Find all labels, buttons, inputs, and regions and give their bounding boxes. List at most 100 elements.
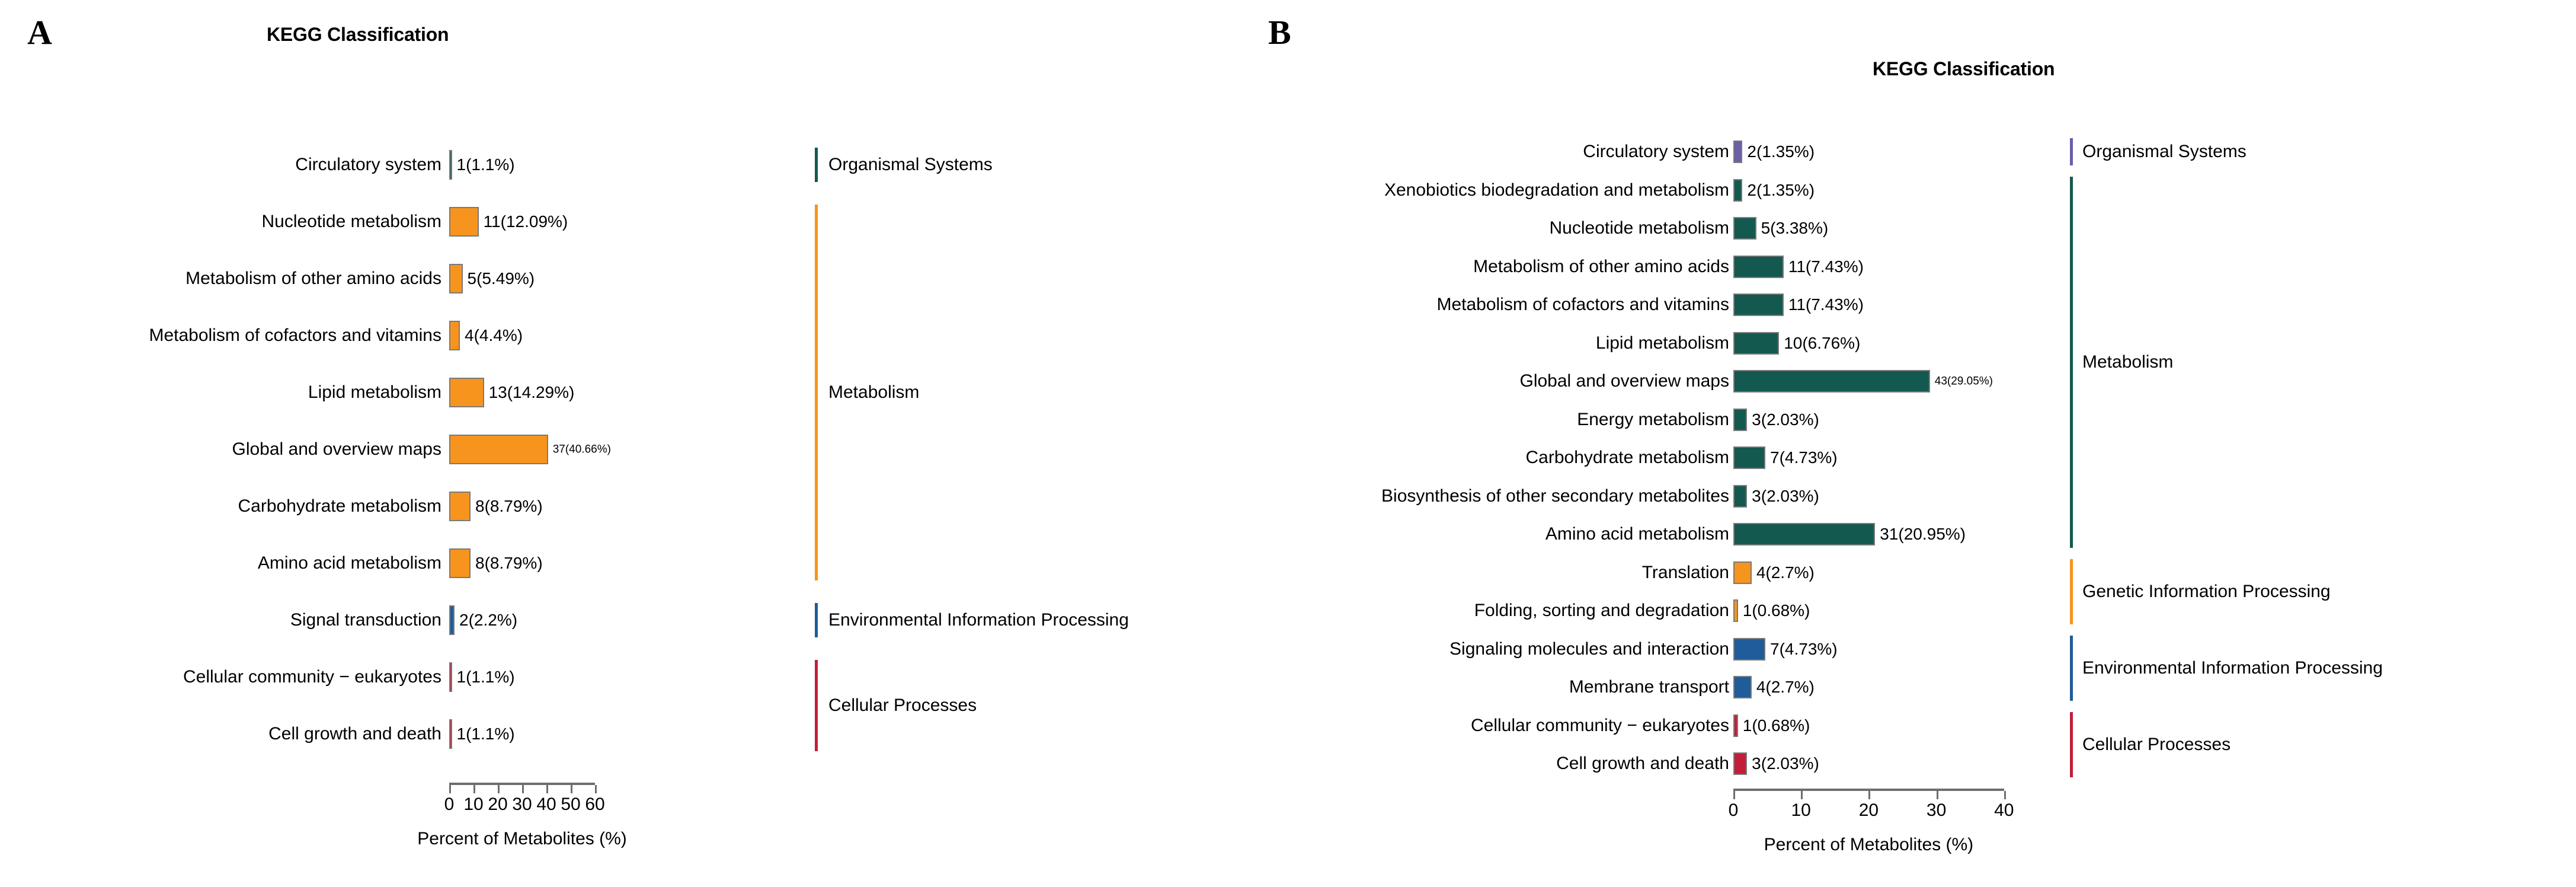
bar-value-label: 11(7.43%) — [1788, 295, 1864, 314]
category-label: Signaling molecules and interaction — [1449, 639, 1729, 659]
legend-label: Metabolism — [828, 382, 920, 402]
axis-line — [1733, 789, 2004, 791]
bar — [1733, 331, 1780, 355]
bar — [449, 435, 548, 464]
bar-value-label: 2(1.35%) — [1747, 142, 1815, 161]
bar — [1733, 676, 1752, 698]
category-label: Circulatory system — [1583, 142, 1729, 161]
axis-tick-label: 60 — [585, 795, 605, 814]
category-label: Global and overview maps — [232, 439, 441, 459]
bar-value-label: 5(3.38%) — [1761, 219, 1829, 237]
category-label: Metabolism of other amino acids — [185, 269, 441, 288]
axis-tick-label: 50 — [561, 795, 581, 814]
bar-value-label: 1(1.1%) — [456, 725, 515, 743]
category-label: Translation — [1641, 562, 1729, 582]
category-label: Lipid metabolism — [308, 382, 441, 402]
category-label: Signal transduction — [290, 610, 441, 630]
bar-value-label: 11(12.09%) — [483, 212, 568, 231]
axis-tick — [2004, 791, 2006, 799]
category-label: Cellular community − eukaryotes — [183, 667, 441, 687]
bar — [449, 321, 460, 350]
category-label: Nucleotide metabolism — [261, 212, 441, 231]
category-label: Metabolism of cofactors and vitamins — [1436, 295, 1729, 314]
bar — [1733, 293, 1784, 316]
category-label: Nucleotide metabolism — [1549, 218, 1729, 238]
legend-color-rule — [815, 603, 818, 637]
bar-value-label: 11(7.43%) — [1788, 257, 1864, 276]
bar — [449, 548, 471, 578]
axis-tick — [498, 785, 500, 793]
bar — [1733, 141, 1743, 163]
legend-color-rule — [2070, 138, 2073, 165]
legend-color-rule — [2070, 176, 2073, 548]
axis-tick — [449, 785, 451, 793]
bar — [1733, 484, 1748, 508]
bar — [1733, 178, 1743, 202]
axis-line — [449, 783, 595, 785]
legend-color-rule — [815, 205, 818, 580]
bar — [449, 150, 452, 180]
bar — [1733, 752, 1748, 775]
bar-value-label: 1(1.1%) — [456, 668, 515, 686]
category-label: Carbohydrate metabolism — [1525, 448, 1730, 467]
bar — [1733, 217, 1756, 240]
panel-a: A KEGG Classification Circulatory system… — [0, 0, 1244, 887]
axis-tick-label: 20 — [1858, 800, 1879, 820]
legend-label: Organismal Systems — [2082, 142, 2247, 161]
bar — [449, 207, 479, 237]
category-label: Metabolism of cofactors and vitamins — [149, 326, 441, 345]
category-label: Folding, sorting and degradation — [1474, 601, 1729, 620]
legend-label: Metabolism — [2082, 352, 2174, 372]
bar — [1733, 446, 1766, 469]
bar-value-label: 3(2.03%) — [1752, 410, 1819, 429]
category-label: Energy metabolism — [1577, 409, 1729, 429]
panel-b-letter: B — [1268, 13, 1291, 52]
bar-value-label: 1(0.68%) — [1742, 601, 1810, 620]
axis-tick — [546, 785, 548, 793]
axis-tick-label: 30 — [512, 795, 532, 814]
axis-title: Percent of Metabolites (%) — [1764, 835, 1974, 854]
category-label: Carbohydrate metabolism — [238, 496, 442, 516]
category-label: Xenobiotics biodegradation and metabolis… — [1384, 180, 1729, 200]
bar-value-label: 4(2.7%) — [1756, 563, 1815, 582]
bar-value-label: 43(29.05%) — [1934, 375, 1993, 388]
bar-value-label: 7(4.73%) — [1770, 639, 1838, 658]
bar — [1733, 255, 1784, 278]
category-label: Circulatory system — [295, 155, 441, 174]
panel-a-chart-title: KEGG Classification — [267, 24, 449, 45]
category-label: Cell growth and death — [1556, 754, 1729, 773]
bar-value-label: 5(5.49%) — [467, 269, 535, 288]
legend-color-rule — [815, 148, 818, 182]
bar-value-label: 8(8.79%) — [475, 554, 543, 572]
axis-tick — [1936, 791, 1938, 799]
legend-label: Genetic Information Processing — [2082, 581, 2331, 601]
category-label: Metabolism of other amino acids — [1473, 256, 1729, 276]
panel-b-chart-title: KEGG Classification — [1873, 58, 2055, 79]
bar-value-label: 31(20.95%) — [1880, 525, 1966, 543]
category-label: Membrane transport — [1569, 677, 1729, 697]
axis-tick — [1868, 791, 1871, 799]
axis-tick-label: 30 — [1926, 800, 1947, 820]
bar-value-label: 2(2.2%) — [459, 611, 518, 629]
panel-b: B KEGG Classification Circulatory system… — [1244, 0, 2576, 887]
legend-color-rule — [815, 660, 818, 751]
bar-value-label: 1(1.1%) — [456, 155, 515, 174]
bar-value-label: 10(6.76%) — [1784, 333, 1861, 352]
category-label: Biosynthesis of other secondary metaboli… — [1381, 486, 1729, 506]
axis-tick — [571, 785, 572, 793]
bar-value-label: 3(2.03%) — [1752, 486, 1819, 505]
axis-tick-label: 40 — [1994, 800, 2014, 820]
bar — [1733, 523, 1876, 545]
legend-label: Environmental Information Processing — [828, 610, 1129, 630]
panel-a-letter: A — [27, 13, 52, 52]
bar — [449, 378, 484, 407]
bar — [449, 605, 455, 635]
bar-value-label: 7(4.73%) — [1770, 448, 1838, 467]
legend-label: Cellular Processes — [828, 695, 977, 715]
bar — [449, 492, 471, 521]
bar — [1733, 561, 1752, 584]
axis-tick-label: 0 — [444, 795, 455, 814]
bar-value-label: 8(8.79%) — [475, 497, 543, 515]
bar — [449, 719, 452, 749]
axis-tick-label: 10 — [463, 795, 484, 814]
